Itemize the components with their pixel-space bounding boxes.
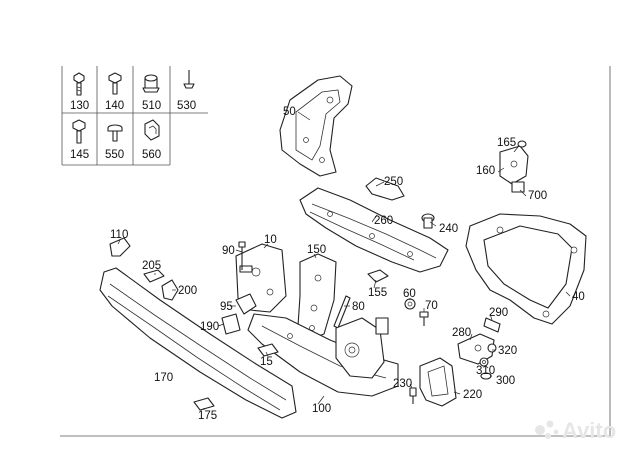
callout-15: 15: [260, 356, 273, 368]
legend-label-130: 130: [70, 100, 89, 112]
legend-label-145: 145: [70, 149, 89, 161]
callout-165: 165: [497, 137, 516, 149]
callout-310: 310: [476, 365, 495, 377]
legend-label-560: 560: [142, 149, 161, 161]
callout-260: 260: [374, 215, 393, 227]
callout-175: 175: [198, 410, 217, 422]
callout-205: 205: [142, 260, 161, 272]
callout-95: 95: [220, 301, 233, 313]
part-bracket-center: [335, 317, 389, 379]
part-240-stop: [421, 213, 435, 229]
bolt-145-icon: [72, 119, 86, 144]
part-175-clip: [193, 397, 215, 411]
part-150-strut: [297, 253, 337, 341]
part-280-hinge: [457, 317, 501, 365]
nut-510-icon: [142, 74, 160, 93]
part-160-latch: [499, 140, 529, 193]
callout-190: 190: [200, 321, 219, 333]
part-205-clip: [143, 269, 165, 283]
callout-160: 160: [476, 165, 495, 177]
callout-10: 10: [264, 234, 277, 246]
part-200-bracket: [161, 279, 179, 301]
callout-170: 170: [154, 372, 173, 384]
part-170-bumper-beam: [99, 267, 297, 419]
callout-230: 230: [393, 378, 412, 390]
bolt-140-icon: [108, 72, 122, 95]
callout-700: 700: [528, 190, 547, 202]
part-110-bracket: [109, 237, 131, 257]
callout-320: 320: [498, 345, 517, 357]
callout-90: 90: [222, 245, 235, 257]
callout-280: 280: [452, 327, 471, 339]
clip-560-icon: [144, 119, 160, 141]
callout-240: 240: [439, 223, 458, 235]
part-260-crossmember: [299, 187, 449, 273]
callout-100: 100: [312, 403, 331, 415]
callout-60: 60: [403, 288, 416, 300]
callout-110: 110: [110, 229, 128, 241]
callout-200: 200: [178, 285, 197, 297]
part-95-bracket: [235, 293, 257, 315]
part-40-frame: [465, 213, 587, 325]
legend-label-530: 530: [177, 100, 196, 112]
part-190-bracket: [221, 313, 241, 335]
part-250-bracket: [365, 177, 405, 201]
bolt-130-icon: [73, 72, 85, 96]
callout-70: 70: [425, 300, 438, 312]
callout-50: 50: [283, 106, 296, 118]
part-60-nut: [404, 298, 416, 310]
part-230-bolt: [409, 387, 417, 404]
screw-550-icon: [107, 124, 123, 142]
watermark-text: Avito: [562, 418, 616, 443]
part-70-screw: [419, 311, 429, 326]
part-155-clip: [367, 269, 389, 283]
callout-80: 80: [352, 301, 365, 313]
avito-watermark: Avito: [535, 418, 616, 443]
part-90-bolt: [238, 241, 246, 270]
part-220-bracket: [419, 357, 457, 407]
part-300-fasteners: [479, 343, 497, 380]
pin-530-icon: [183, 70, 195, 89]
callout-155: 155: [368, 287, 387, 299]
callout-40: 40: [572, 291, 585, 303]
part-15-clip: [257, 343, 279, 357]
callout-150: 150: [307, 244, 326, 256]
callout-220: 220: [463, 389, 482, 401]
legend-label-140: 140: [105, 100, 124, 112]
callout-290: 290: [489, 307, 508, 319]
legend-label-550: 550: [105, 149, 124, 161]
leader-lines: [117, 111, 571, 410]
callout-300: 300: [496, 375, 515, 387]
fastener-legend: 130 140 510 530 145 550 560: [61, 66, 208, 166]
callout-250: 250: [384, 176, 403, 188]
part-50-strut: [279, 75, 353, 177]
legend-label-510: 510: [142, 100, 161, 112]
